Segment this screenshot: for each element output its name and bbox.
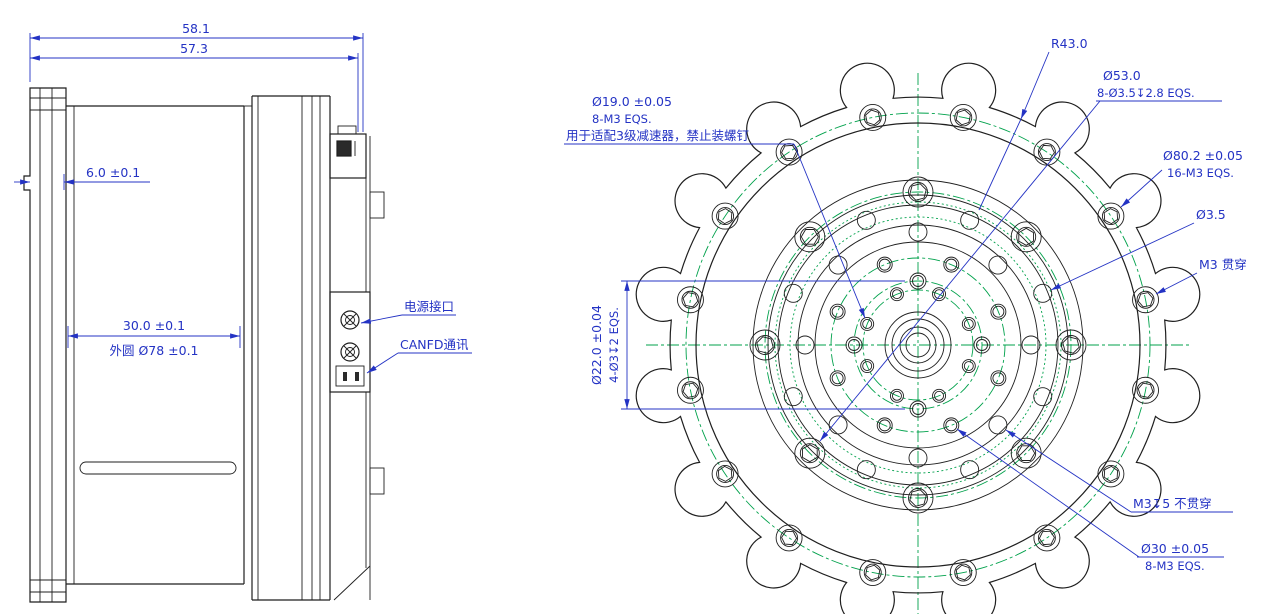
leader-canfd — [366, 352, 399, 374]
front-view-geometry — [635, 62, 1201, 614]
dim-d19-note: 用于适配3级减速器，禁止装螺钉 — [566, 128, 749, 143]
dim-d53: Ø53.0 — [1103, 68, 1141, 83]
leader-d53 — [819, 100, 1101, 442]
connector-housing — [329, 291, 371, 393]
front-view-dimensions: R43.0 Ø53.0 8-Ø3.5↧2.8 EQS. Ø19.0 ±0.05 … — [564, 36, 1247, 573]
dim-d80-holes: 16-M3 EQS. — [1167, 166, 1234, 180]
leader-d35 — [1050, 222, 1195, 291]
dim-d19: Ø19.0 ±0.05 — [592, 94, 672, 109]
power-connector — [340, 310, 360, 330]
label-canfd: CANFD通讯 — [400, 337, 469, 352]
dim-r43: R43.0 — [1051, 36, 1088, 51]
mount-tab-bottom — [369, 467, 385, 495]
leader-r43 — [1020, 51, 1050, 120]
dim-outer-circle-78: 外圆 Ø78 ±0.1 — [109, 343, 198, 358]
dim-total-width: 58.1 — [182, 21, 210, 36]
dim-d30: Ø30 ±0.05 — [1141, 541, 1209, 556]
side-view-dimensions: 58.1 57.3 6.0 ±0.1 30.0 ±0.1 外圆 Ø78 ±0.1… — [14, 21, 472, 374]
dim-d53-holes: 8-Ø3.5↧2.8 EQS. — [1097, 86, 1195, 100]
power-connector-2 — [340, 342, 360, 362]
dim-inner-width: 57.3 — [180, 41, 208, 56]
dim-d35: Ø3.5 — [1196, 207, 1226, 222]
dim-d30-holes: 8-M3 EQS. — [1145, 559, 1205, 573]
canfd-connector — [335, 365, 365, 387]
dim-d22-holes: 4-Ø3↧2 EQS. — [607, 307, 621, 383]
side-view-connector-block — [329, 291, 371, 393]
top-tab-insert — [336, 140, 352, 157]
leader-d30 — [956, 428, 1140, 558]
side-view-outline — [23, 87, 385, 603]
flange-profile — [23, 87, 67, 603]
dim-m3-through: M3 贯穿 — [1199, 257, 1247, 272]
dim-d22: Ø22.0 ±0.04 — [589, 305, 604, 385]
leader-r43-tail — [978, 118, 1022, 211]
mount-tab-top — [369, 191, 385, 219]
label-power-connector: 电源接口 — [404, 299, 454, 314]
leader-m3-through — [1155, 272, 1198, 295]
dim-d19-holes: 8-M3 EQS. — [592, 112, 652, 126]
leader-d19 — [793, 143, 866, 319]
dim-d80: Ø80.2 ±0.05 — [1163, 148, 1243, 163]
body-slot — [79, 461, 237, 475]
leader-power — [360, 314, 403, 324]
leader-d80 — [1120, 169, 1163, 208]
dim-m3-blind: M3↧5 不贯穿 — [1133, 496, 1212, 511]
leader-m3-blind — [1005, 429, 1132, 513]
dim-flange-thickness: 6.0 ±0.1 — [86, 165, 140, 180]
dim-body-width: 30.0 ±0.1 — [123, 318, 185, 333]
